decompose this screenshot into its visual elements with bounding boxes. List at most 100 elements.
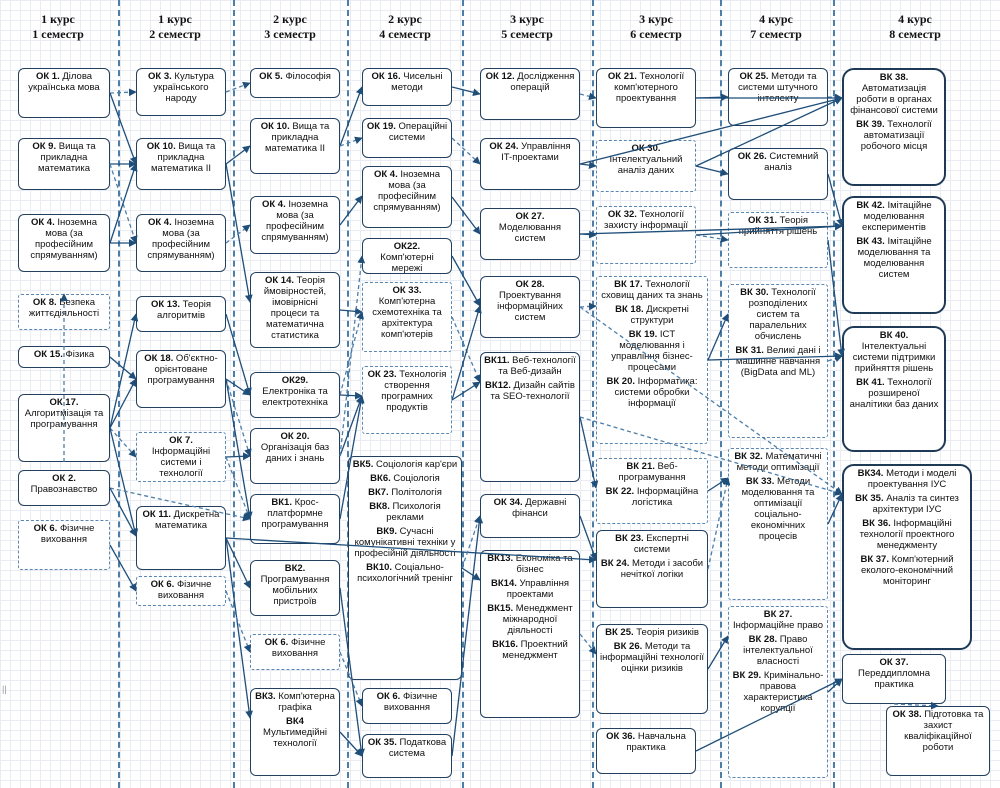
course-title: Системний аналіз bbox=[764, 151, 819, 173]
course-title: Менеджмент міжнародної діяльності bbox=[502, 603, 573, 636]
course-entry: ОК 20. Організація баз даних і знань bbox=[254, 431, 336, 464]
course-title: Проектування інформаційних систем bbox=[497, 290, 563, 323]
course-title: Політологія bbox=[388, 487, 442, 498]
course-entry: ВК 25. Теорія ризиків bbox=[600, 627, 704, 638]
course-entry: ВК14. Управління проектами bbox=[484, 578, 576, 600]
prerequisite-arrow bbox=[225, 378, 251, 396]
column-divider bbox=[118, 0, 120, 788]
course-entry: ВК 29. Кримінально-правова характеристик… bbox=[732, 670, 824, 714]
course-node-vk4243: ВК 42. Імітаційне моделювання експеримен… bbox=[842, 196, 946, 314]
prerequisite-arrow bbox=[451, 255, 481, 307]
course-code: ОК 5. bbox=[259, 71, 283, 82]
course-node-ok8: ОК 8. Безпека життєдіяльності bbox=[18, 294, 110, 330]
column-divider bbox=[592, 0, 594, 788]
course-code: ОК 32. bbox=[607, 209, 637, 220]
course-node-ok19: ОК 19. Операційні системи bbox=[362, 118, 452, 158]
prerequisite-arrow bbox=[225, 452, 251, 461]
course-node-ok6b: ОК 6. Фізичне виховання bbox=[136, 576, 226, 606]
course-entry: ОК 21. Технології комп'ютерного проектув… bbox=[600, 71, 692, 104]
course-code: ОК 38. bbox=[892, 709, 922, 720]
course-entry: ОК 4. Іноземна мова (за професійним спря… bbox=[254, 199, 336, 243]
course-code: ВК 18. bbox=[615, 304, 644, 315]
course-node-ok6d: ОК 6. Фізичне виховання bbox=[362, 688, 452, 724]
prerequisite-arrow bbox=[109, 92, 138, 165]
course-title: Економіка та бізнес bbox=[513, 553, 573, 575]
course-entry: ОК 19. Операційні системи bbox=[366, 121, 448, 143]
column-divider bbox=[233, 0, 235, 788]
course-title: Комп'ютерна схемотехніка та архітектура … bbox=[372, 296, 442, 340]
course-code: ОК 11. bbox=[142, 509, 172, 520]
course-node-ok29: ОК29. Електроніка та електротехніка bbox=[250, 372, 340, 418]
course-code: ВК2. bbox=[284, 563, 306, 574]
course-label: 2 курс bbox=[388, 12, 422, 26]
prerequisite-arrow bbox=[451, 305, 482, 401]
course-title: Технології автоматизації робочого місця bbox=[860, 119, 932, 152]
course-title: Правознавство bbox=[30, 484, 98, 495]
course-title: Дизайн сайтів та SEO-технології bbox=[490, 380, 575, 402]
course-code: ОК 36. bbox=[606, 731, 636, 742]
course-entry: ВК4 Мультимедійні технології bbox=[254, 716, 336, 749]
course-entry: ВК 31. Великі дані і машинне навчання (B… bbox=[732, 345, 824, 378]
course-code: ВК 33. bbox=[745, 476, 775, 487]
course-entry: ВК 23. Експертні системи bbox=[600, 533, 704, 555]
course-entry: ВК 33. Методи моделювання та оптимізації… bbox=[732, 476, 824, 542]
prerequisite-arrow bbox=[339, 307, 363, 316]
course-code: ВК 40. bbox=[879, 330, 909, 341]
prerequisite-arrow bbox=[109, 544, 137, 592]
course-code: ВК 19. bbox=[628, 329, 658, 340]
course-title: Дослідження операцій bbox=[510, 71, 575, 93]
course-code: ОК 4. bbox=[147, 217, 172, 228]
course-entry: ВК 36. Інформаційні технології проектног… bbox=[847, 518, 967, 551]
course-entry: ОК22. Комп'ютерні мережі bbox=[366, 241, 448, 273]
course-entry: ВК12. Дизайн сайтів та SEO-технології bbox=[484, 380, 576, 402]
course-node-vk4041: ВК 40. Інтелектуальні системи підтримки … bbox=[842, 326, 946, 452]
course-node-ok22: ОК22. Комп'ютерні мережі bbox=[362, 238, 452, 274]
course-title: Об'єктно-орієнтоване програмування bbox=[147, 353, 218, 386]
course-entry: ОК 6. Фізичне виховання bbox=[366, 691, 448, 713]
course-entry: ВК13. Економіка та бізнес bbox=[484, 553, 576, 575]
course-entry: ОК 37. Переддипломна практика bbox=[846, 657, 942, 690]
column-divider bbox=[720, 0, 722, 788]
course-title: Вища та прикладна математика bbox=[37, 141, 96, 174]
course-node-ok3: ОК 3. Культура українського народу bbox=[136, 68, 226, 116]
semester-label: 4 семестр bbox=[379, 27, 431, 41]
course-title: Вища та прикладна математика II bbox=[265, 121, 330, 154]
course-code: ВК3. bbox=[255, 691, 276, 702]
course-entry: ОК 6. Фізичне виховання bbox=[140, 579, 222, 601]
prerequisite-arrow bbox=[339, 86, 364, 147]
course-entry: ВК 28. Право інтелектуальної власності bbox=[732, 634, 824, 667]
course-entry: ОК 4. Іноземна мова (за професійним спря… bbox=[22, 217, 106, 261]
course-code: ВК 37. bbox=[860, 554, 889, 565]
course-entry: ОК 35. Податкова система bbox=[366, 737, 448, 759]
course-code: ВК 30. bbox=[740, 287, 769, 298]
course-code: ОК 13. bbox=[150, 299, 181, 310]
course-title: Теорія ймовірностей, імовірнісні процеси… bbox=[263, 275, 327, 341]
course-title: Інтелектуальні системи підтримки прийнят… bbox=[852, 341, 936, 374]
course-code: ОК 17. bbox=[49, 397, 79, 408]
course-entry: ОК 11. Дискретна математика bbox=[140, 509, 222, 531]
course-node-ok11: ОК 11. Дискретна математика bbox=[136, 506, 226, 570]
prerequisite-arrow bbox=[339, 255, 366, 457]
course-code: ВК 23. bbox=[615, 533, 644, 544]
course-title: Інформаційне право bbox=[732, 620, 824, 631]
prerequisite-arrow bbox=[339, 195, 363, 226]
course-title: Культура українського народу bbox=[153, 71, 214, 104]
course-title: Крос-платформне програмування bbox=[261, 497, 329, 530]
course-title: Психологія реклами bbox=[386, 501, 441, 523]
course-node-ok30a: ОК 30. Інтелектуальний аналіз даних bbox=[596, 140, 696, 192]
prerequisite-arrow bbox=[225, 456, 252, 520]
course-title: Автоматизація роботи в органах фінансово… bbox=[850, 83, 938, 116]
course-code: ВК 24. bbox=[600, 558, 630, 569]
column-divider bbox=[462, 0, 464, 788]
course-entry: ВК10. Соціально-психологічний тренінг bbox=[352, 562, 458, 584]
course-node-ok12: ОК 12. Дослідження операцій bbox=[480, 68, 580, 120]
course-entry: ОК 30. Інтелектуальний аналіз даних bbox=[600, 143, 692, 176]
course-title: Навчальна практика bbox=[626, 731, 686, 753]
course-entry: ОК 36. Навчальна практика bbox=[600, 731, 692, 753]
course-entry: ОК 18. Об'єктно-орієнтоване програмуванн… bbox=[140, 353, 222, 386]
course-code: ОК 6. bbox=[264, 637, 289, 648]
